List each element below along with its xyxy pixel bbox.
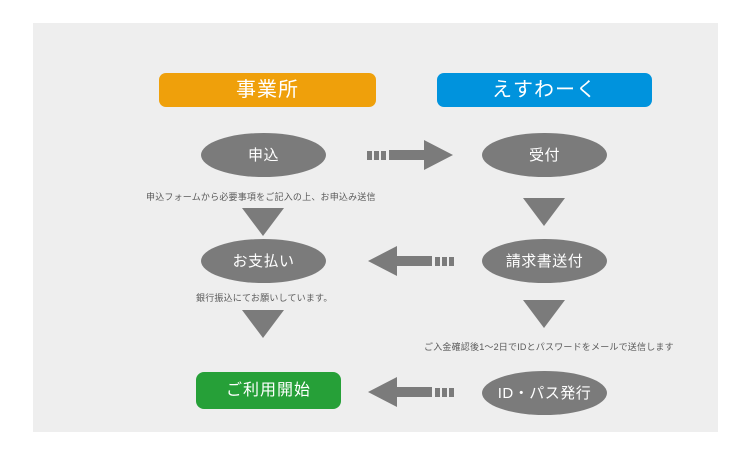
flowchart-canvas: 事業所 えすわーく 申込 受付 申込フォームから必要事項をご記入の上、お申込み送… — [33, 23, 718, 432]
arrow-invoice-to-payment — [366, 244, 454, 278]
node-payment: お支払い — [201, 239, 326, 283]
arrow-idpass-to-startuse — [366, 375, 454, 409]
column-header-vendor: 事業所 — [159, 73, 376, 107]
node-start-use: ご利用開始 — [196, 372, 341, 409]
arrow-down-invoice-to-idpass — [523, 300, 565, 328]
caption-apply-note: 申込フォームから必要事項をご記入の上、お申込み送信 — [146, 192, 376, 202]
arrow-apply-to-receive — [367, 138, 455, 172]
arrow-down-apply-to-payment — [242, 208, 284, 236]
column-header-service: えすわーく — [437, 73, 652, 107]
node-id-pass-issue: ID・パス発行 — [482, 371, 607, 415]
arrow-down-receive-to-invoice — [523, 198, 565, 226]
node-apply: 申込 — [201, 133, 326, 177]
arrow-down-payment-to-startuse — [242, 310, 284, 338]
caption-payment-note: 銀行振込にてお願いしています。 — [196, 293, 333, 303]
node-invoice: 請求書送付 — [482, 239, 607, 283]
caption-idpass-note: ご入金確認後1〜2日でIDとパスワードをメールで送信します — [424, 342, 674, 352]
node-receive: 受付 — [482, 133, 607, 177]
